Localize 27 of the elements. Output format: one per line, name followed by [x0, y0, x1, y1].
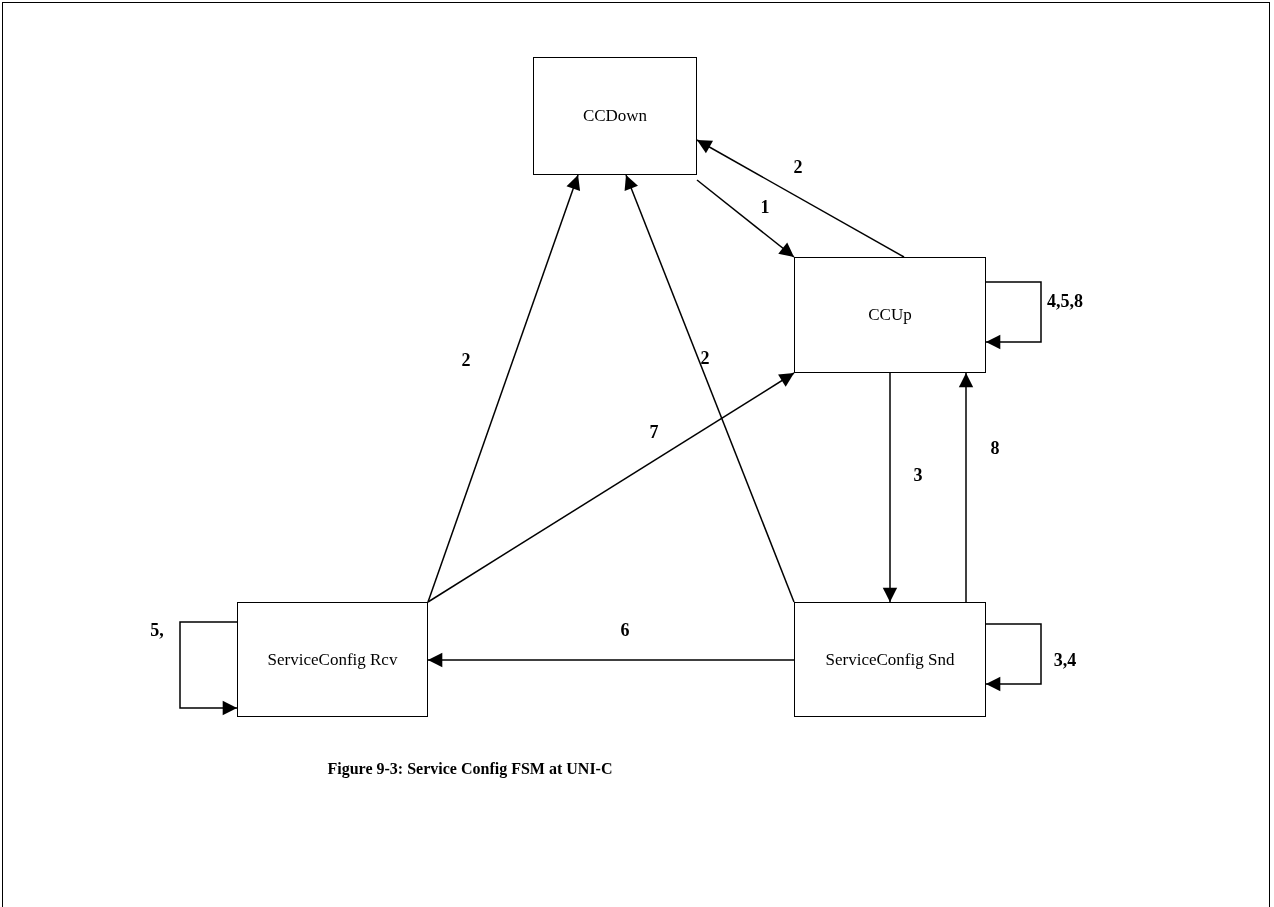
edge-label: 3,4	[1053, 649, 1077, 671]
edge-label: 3	[913, 464, 923, 486]
edge-label: 2	[700, 347, 710, 369]
transition-arrow	[985, 623, 1042, 692]
transition-arrow	[624, 174, 795, 603]
edge-label: 1	[760, 196, 770, 218]
state-box: ServiceConfig Snd	[794, 602, 986, 717]
transition-arrow	[696, 139, 905, 258]
edge-label: 6	[620, 619, 630, 641]
transition-arrow	[696, 179, 795, 258]
transition-arrow	[985, 281, 1042, 350]
edge-label: 2	[793, 156, 803, 178]
edge-label: 7	[649, 421, 659, 443]
transition-arrow	[427, 174, 581, 603]
edge-label: 4,5,8	[1047, 290, 1083, 312]
transition-arrow	[427, 372, 795, 603]
edge-label: 5,	[150, 619, 164, 641]
edge-label: 2	[461, 349, 471, 371]
transition-arrow	[882, 372, 898, 603]
transition-arrow	[427, 652, 795, 668]
transition-arrow	[179, 621, 238, 716]
edge-label: 8	[990, 437, 1000, 459]
figure-caption: Figure 9-3: Service Config FSM at UNI-C	[326, 760, 614, 778]
state-box: CCUp	[794, 257, 986, 373]
state-box: ServiceConfig Rcv	[237, 602, 428, 717]
state-box: CCDown	[533, 57, 697, 175]
transition-arrow	[958, 372, 974, 603]
